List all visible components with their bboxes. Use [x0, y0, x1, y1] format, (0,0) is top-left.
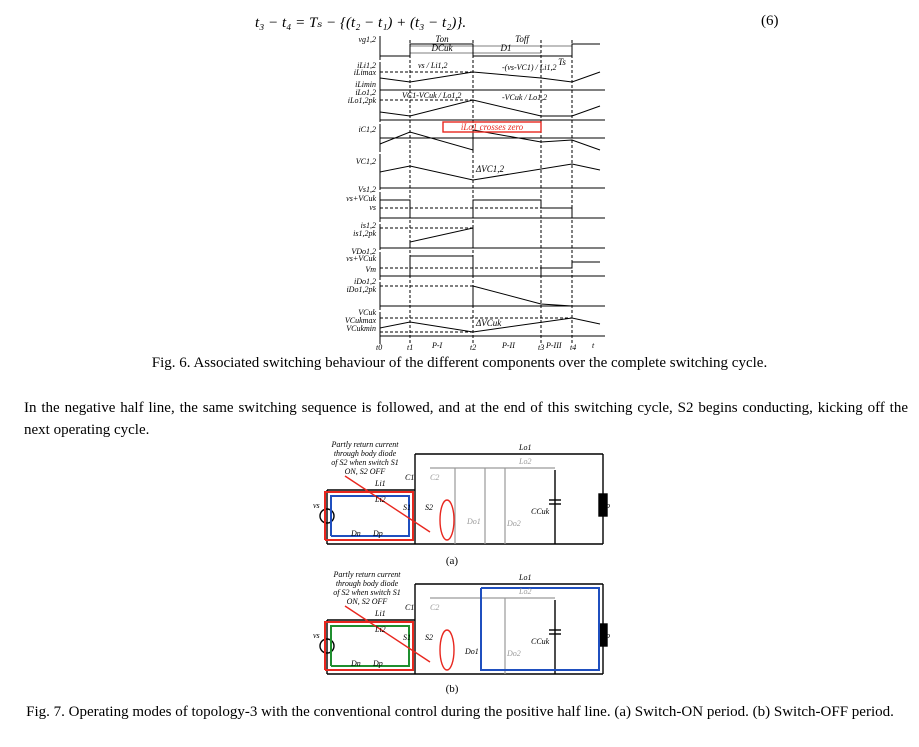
- sig-ispk: is1,2pk: [353, 229, 376, 238]
- sig-iLopk: iLo1,2pk: [348, 96, 377, 105]
- comp-Lo2-b: Lo2: [518, 587, 531, 596]
- sig-iLo: iLo1,2: [355, 88, 376, 97]
- note-b-line4: ON, S2 OFF: [347, 597, 388, 606]
- note-a-line4: ON, S2 OFF: [345, 467, 386, 476]
- comp-C1-a: C1: [405, 473, 414, 482]
- slope-lo-on: VC1-VCuk / Lo1,2: [402, 91, 461, 100]
- sig-VC: VC1,2: [356, 157, 376, 166]
- comp-C2-a: C2: [430, 473, 439, 482]
- sig-iDo: iDo1,2: [354, 277, 376, 286]
- sig-iLimax: iLimax: [354, 68, 377, 77]
- sig-iC: iC1,2: [358, 125, 376, 134]
- sig-iLi: iLi1,2: [357, 61, 376, 70]
- comp-Do1-b: Do1: [464, 647, 479, 656]
- comp-C1-b: C1: [405, 603, 414, 612]
- sig-Vm: Vm: [365, 265, 376, 274]
- label-dcuk: DCuk: [431, 43, 454, 53]
- figure7b-circuit: Partly return current through body diode…: [313, 570, 610, 695]
- sig-VDo: VDo1,2: [351, 247, 376, 256]
- comp-vs-b: vs: [313, 631, 320, 640]
- sig-Vs: Vs1,2: [358, 185, 376, 194]
- slope-li-on: vs / Li1,2: [418, 61, 448, 70]
- equation-number: (6): [761, 13, 779, 29]
- comp-Li1-a: Li1: [374, 479, 386, 488]
- comp-CCuk-b: CCuk: [531, 637, 550, 646]
- panel-b-label: (b): [446, 683, 459, 695]
- phase-p2: P-II: [501, 341, 515, 350]
- comp-S2-b: S2: [425, 633, 433, 642]
- note-a-line1: Partly return current: [331, 440, 400, 449]
- note-a-line3: of S2 when switch S1: [331, 458, 399, 467]
- body-paragraph: In the negative half line, the same swit…: [24, 400, 908, 438]
- time-t0: t0: [376, 343, 382, 352]
- note-b-line1: Partly return current: [333, 570, 402, 579]
- phase-p1: P-I: [431, 341, 443, 350]
- sig-vs-plus-vcuk-2: vs+VCuk: [346, 254, 376, 263]
- time-t2: t2: [470, 343, 476, 352]
- sig-iLimin: iLimin: [355, 80, 376, 89]
- comp-Dp-b: Dp: [372, 659, 383, 668]
- figure7-caption: Fig. 7. Operating modes of topology-3 wi…: [26, 704, 894, 720]
- figure7a-circuit: Partly return current through body diode…: [313, 440, 610, 567]
- label-d1: D1: [500, 43, 512, 53]
- comp-S2-a: S2: [425, 503, 433, 512]
- comp-Lo2-a: Lo2: [518, 457, 531, 466]
- comp-Do2-b: Do2: [506, 649, 521, 658]
- sig-VCuk: VCuk: [358, 308, 376, 317]
- slope-lo-off: -VCuk / Lo1,2: [502, 93, 547, 102]
- comp-Lo1-b: Lo1: [518, 573, 531, 582]
- sig-VCukmin: VCukmin: [346, 324, 376, 333]
- sig-VCukmax: VCukmax: [345, 316, 377, 325]
- figure6-caption: Fig. 6. Associated switching behaviour o…: [151, 355, 768, 371]
- time-t3: t3: [538, 343, 544, 352]
- sig-vs-plus-vcuk: vs+VCuk: [346, 194, 376, 203]
- comp-Li1-b: Li1: [374, 609, 386, 618]
- slope-li-off: -(vs-VC1) / Li1,2: [502, 63, 556, 72]
- sig-vg: vg1,2: [358, 35, 376, 44]
- zero-cross-annotation: iLo1 crosses zero: [461, 122, 524, 132]
- label-ts: Ts: [558, 57, 566, 67]
- comp-Ro-b: Ro: [600, 631, 610, 640]
- comp-Do1-a: Do1: [466, 517, 481, 526]
- comp-vs-a: vs: [313, 501, 320, 510]
- phase-p3: P-III: [545, 341, 562, 350]
- time-t4: t4: [570, 343, 576, 352]
- label-toff: Toff: [515, 34, 530, 44]
- comp-Lo1-a: Lo1: [518, 443, 531, 452]
- note-a-line2: through body diode: [334, 449, 397, 458]
- comp-Dn-a: Dn: [350, 529, 361, 538]
- sig-vs: vs: [369, 203, 376, 212]
- comp-Dn-b: Dn: [350, 659, 361, 668]
- panel-a-label: (a): [446, 555, 459, 567]
- note-b-line2: through body diode: [336, 579, 399, 588]
- time-t1: t1: [407, 343, 413, 352]
- delta-vcuk-label: ΔVCuk: [475, 318, 502, 328]
- comp-Do2-a: Do2: [506, 519, 521, 528]
- comp-CCuk-a: CCuk: [531, 507, 550, 516]
- comp-Ro-a: Ro: [600, 501, 610, 510]
- equation-6: t₃ − t₄ = Tₛ − {(t₂ − t₁) + (t₃ − t₂)}.: [255, 15, 467, 31]
- comp-S1-b: S1: [403, 633, 411, 642]
- sig-iDopk: iDo1,2pk: [346, 285, 376, 294]
- sig-is: is1,2: [361, 221, 376, 230]
- comp-Li2-b: Li2: [374, 625, 386, 634]
- delta-vc-label: ΔVC1,2: [475, 164, 505, 174]
- time-t: t: [592, 341, 595, 350]
- label-ton: Ton: [435, 34, 449, 44]
- note-b-line3: of S2 when switch S1: [333, 588, 401, 597]
- comp-S1-a: S1: [403, 503, 411, 512]
- comp-C2-b: C2: [430, 603, 439, 612]
- comp-Dp-a: Dp: [372, 529, 383, 538]
- figure6-waveforms: vg1,2 iLi1,2 iLimax iLimin iLo1,2 iLo1,2…: [345, 34, 605, 352]
- comp-Li2-a: Li2: [374, 495, 386, 504]
